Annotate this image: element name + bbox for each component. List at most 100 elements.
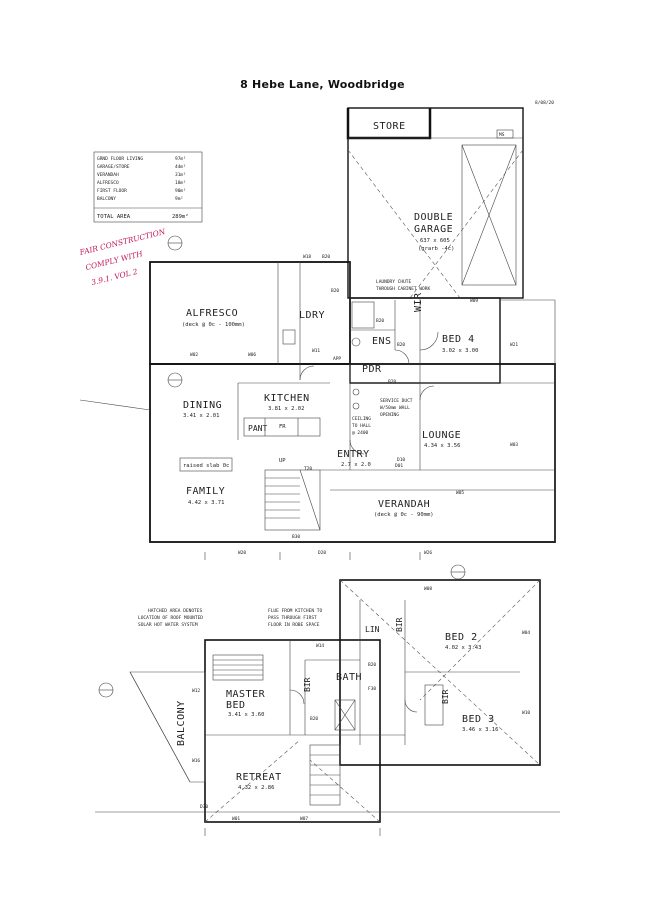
opening-code: D01	[395, 463, 403, 469]
dining-dims: 3.41 x 2.01	[183, 413, 219, 419]
opening-code: B20	[322, 254, 330, 260]
hatched-area-note: HATCHED AREA DENOTES	[148, 608, 202, 614]
opening-code: W04	[522, 630, 530, 636]
area-row-label: VERANDAH	[97, 172, 119, 178]
room-family: FAMILY	[186, 486, 225, 497]
total-area-value: 289m²	[172, 213, 189, 220]
balcony: BALCONY	[176, 700, 187, 746]
opening-code: W06	[248, 352, 256, 358]
bed2-dims: 4.02 x 3.43	[445, 645, 481, 651]
opening-code: W01	[232, 816, 240, 822]
room-laundry: LDRY	[299, 310, 325, 321]
note-line: FAIR CONSTRUCTION	[78, 227, 167, 257]
opening-code: B20	[368, 662, 376, 668]
room-alfresco: ALFRESCO	[186, 308, 238, 319]
room-bir-b: BIR	[303, 677, 312, 692]
area-row-value: 9m²	[175, 196, 183, 202]
garage-dims: 637 x 605	[420, 238, 450, 244]
room-garage-line2: GARAGE	[414, 224, 453, 235]
room-store: STORE	[373, 121, 406, 132]
first-stair-treads	[310, 754, 340, 796]
area-schedule: GRND FLOOR LIVING 97m² GARAGE/STORE 44m²…	[93, 151, 203, 223]
area-row-label: FIRST FLOOR	[97, 188, 127, 194]
verandah-note: (deck @ 0c - 90mm)	[374, 512, 434, 518]
opening-code: B20	[331, 288, 339, 294]
opening-code: W07	[300, 816, 308, 822]
opening-code: W09	[470, 298, 478, 304]
opening-code: D30	[200, 804, 208, 810]
room-entry: ENTRY	[337, 449, 370, 460]
family-dims: 4.42 x 3.71	[188, 500, 224, 506]
kitchen-dims: 3.81 x 2.02	[268, 406, 304, 412]
corner-mark: 8/08/20	[535, 100, 554, 106]
room-bir-c: BIR	[441, 689, 450, 704]
service-duct-note: OPENING	[380, 412, 399, 418]
handwritten-note: FAIR CONSTRUCTION COMPLY WITH 3.9.1. VOL…	[78, 227, 167, 287]
opening-code: D10	[397, 457, 405, 463]
retreat-dims: 4.32 x 2.86	[238, 785, 274, 791]
verandah: VERANDAH	[378, 499, 430, 510]
area-row-label: BALCONY	[97, 196, 116, 202]
area-row-value: 90m²	[175, 188, 186, 194]
room-bath: BATH	[336, 672, 362, 683]
fridge-label: FR	[279, 424, 286, 430]
hatched-area-note: SOLAR HOT WATER SYSTEM	[138, 622, 198, 628]
garage-note: (grarb -4c)	[418, 246, 454, 252]
opening-code: B30	[292, 534, 300, 540]
area-row-label: ALFRESCO	[97, 180, 119, 186]
ground-floor-codes: W18 B20 B20 B20 B20 B20 MS W09 W02 W06 W…	[190, 132, 518, 556]
bed4-dims: 3.02 x 3.00	[442, 348, 478, 354]
opening-code: MS	[499, 132, 505, 138]
room-bir-a: BIR	[395, 617, 404, 632]
opening-code: W20	[238, 550, 246, 556]
ground-stair-treads	[265, 469, 321, 531]
area-row-label: GARAGE/STORE	[97, 164, 130, 170]
area-row-value: 31m²	[175, 172, 186, 178]
opening-code: D20	[318, 550, 326, 556]
ceiling-note: TO HALL	[352, 423, 371, 429]
room-linen: LIN	[365, 625, 380, 634]
opening-code: W03	[510, 442, 518, 448]
opening-code: W26	[424, 550, 432, 556]
note-line: 3.9.1. VOL 2	[90, 267, 138, 287]
room-retreat: RETREAT	[236, 772, 282, 783]
ceiling-note: @ 2400	[352, 430, 369, 436]
room-powder: PDR	[362, 364, 382, 375]
room-lounge: LOUNGE	[422, 430, 461, 441]
room-master-line2: BED	[226, 700, 246, 711]
opening-code: B20	[388, 379, 396, 385]
opening-code: B20	[397, 342, 405, 348]
opening-code: W02	[190, 352, 198, 358]
opening-code: W05	[456, 490, 464, 496]
room-dining: DINING	[183, 400, 222, 411]
opening-code: W21	[510, 342, 518, 348]
total-area-label: TOTAL AREA	[97, 214, 131, 220]
opening-code: W10	[522, 710, 530, 716]
alfresco-note: (deck @ 0c - 100mm)	[182, 322, 245, 328]
service-duct-note: SERVICE DUCT	[380, 398, 413, 404]
first-floor-plan	[95, 579, 560, 836]
room-wir: WIR	[413, 292, 424, 312]
flue-note: PASS THROUGH FIRST	[268, 615, 317, 621]
opening-code: T20	[304, 466, 312, 472]
opening-code: W12	[192, 688, 200, 694]
entry-dims: 2.7 x 2.0	[341, 462, 371, 468]
opening-code: W16	[192, 758, 200, 764]
opening-code: W08	[424, 586, 432, 592]
room-bed3: BED 3	[462, 714, 495, 725]
lounge-dims: 4.34 x 3.56	[424, 443, 460, 449]
master-dims: 3.41 x 3.60	[228, 712, 264, 718]
hatched-area-note: LOCATION OF ROOF MOUNTED	[138, 615, 203, 621]
flue-note: FLUE FROM KITCHEN TO	[268, 608, 322, 614]
room-pantry: PANT	[248, 424, 267, 433]
area-row-value: 44m²	[175, 164, 186, 170]
service-duct-note: W/50mm WALL	[380, 405, 410, 411]
area-row-value: 18m²	[175, 180, 186, 186]
opening-code: B20	[376, 318, 384, 324]
room-master-line1: MASTER	[226, 689, 266, 700]
area-row-label: GRND FLOOR LIVING	[97, 156, 143, 162]
ground-floor-plan	[79, 107, 556, 580]
opening-code: W18	[303, 254, 311, 260]
raised-slab-note: raised slab 0c	[183, 463, 229, 469]
